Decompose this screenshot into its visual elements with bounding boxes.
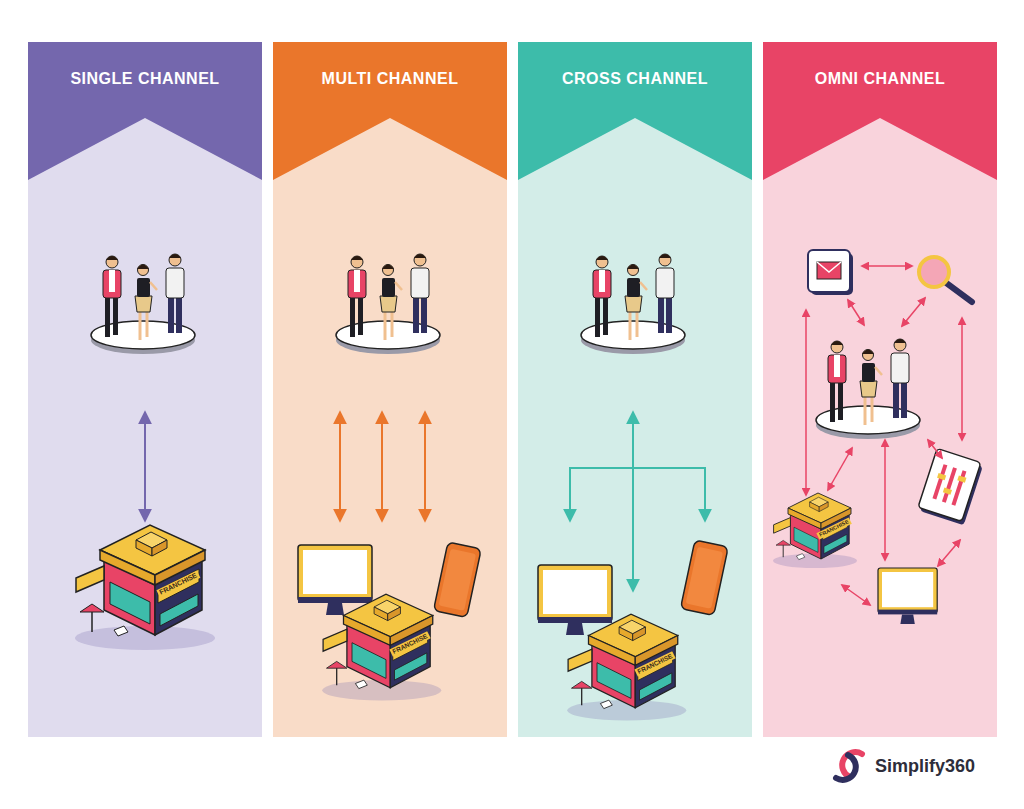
- panel: [28, 42, 262, 737]
- monitor: [538, 565, 612, 635]
- phone: [433, 542, 481, 618]
- monitor: [298, 545, 372, 615]
- building: [322, 594, 441, 700]
- header-band: [28, 42, 262, 180]
- people-platform: [816, 339, 920, 439]
- header-band: [763, 42, 997, 180]
- building: [75, 525, 215, 650]
- channel-column: SINGLE CHANNEL: [28, 42, 262, 737]
- arrows: [570, 413, 705, 590]
- channel-column: OMNI CHANNEL: [763, 42, 997, 737]
- column-heading: OMNI CHANNEL: [763, 42, 997, 88]
- building: [567, 614, 686, 720]
- column-heading: SINGLE CHANNEL: [28, 42, 262, 88]
- column-heading: CROSS CHANNEL: [518, 42, 752, 88]
- phone: [680, 540, 728, 616]
- logo-mark: [836, 752, 862, 780]
- column-heading: MULTI CHANNEL: [273, 42, 507, 88]
- brand-name: Simplify360: [875, 756, 975, 777]
- envelope-icon: [808, 250, 853, 295]
- magnifier-icon: [919, 257, 972, 302]
- building: [773, 493, 857, 568]
- arrow: [144, 413, 146, 520]
- people-platform: [91, 254, 195, 354]
- header-band: [273, 42, 507, 180]
- arrows: [340, 413, 425, 520]
- channel-column: MULTI CHANNEL: [273, 42, 507, 737]
- panel: [763, 42, 997, 737]
- panel: [518, 42, 752, 737]
- panel: [273, 42, 507, 737]
- clipboard-icon: [917, 448, 984, 525]
- people-platform: [336, 254, 440, 354]
- arrows: [806, 266, 962, 605]
- people-platform: [581, 254, 685, 354]
- monitor: [878, 568, 937, 624]
- channel-column: CROSS CHANNEL: [518, 42, 752, 737]
- header-band: [518, 42, 752, 180]
